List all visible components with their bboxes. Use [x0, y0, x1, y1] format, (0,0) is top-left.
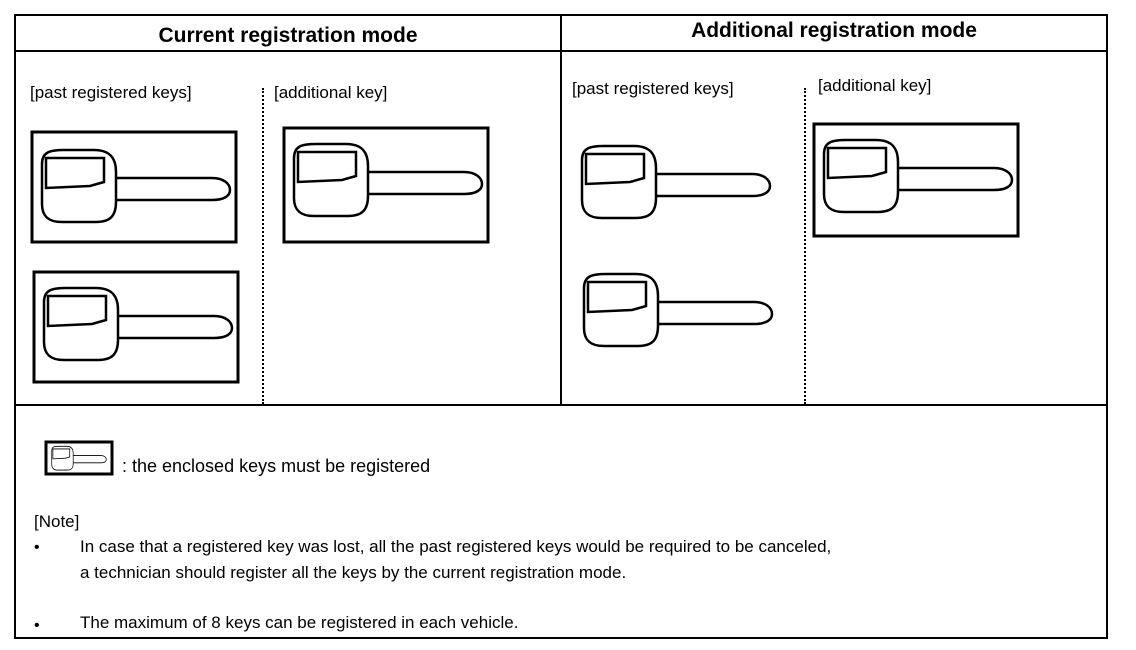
enclosed-key-icon [282, 126, 490, 244]
enclosed-key-icon [32, 270, 240, 384]
key-icon [580, 144, 772, 220]
legend-text: : the enclosed keys must be registered [122, 456, 431, 476]
key-icon [582, 272, 774, 348]
current-column-separator [262, 88, 264, 404]
enclosed-key-icon [30, 130, 238, 244]
note-bullet: • [34, 617, 40, 634]
note-1-line-2: a technician should register all the key… [80, 563, 627, 582]
current-past-keys-label: [past registered keys] [30, 83, 192, 102]
note-title: [Note] [34, 512, 80, 531]
current-mode-header: Current registration mode [158, 24, 418, 47]
additional-column-separator [804, 88, 806, 404]
enclosed-key-icon [812, 122, 1020, 238]
enclosed-key-icon [44, 440, 114, 476]
section-bottom-divider [14, 404, 1108, 406]
mode-divider [560, 14, 562, 406]
additional-mode-header: Additional registration mode [691, 19, 977, 42]
note-bullet: • [34, 539, 40, 556]
additional-past-keys-label: [past registered keys] [572, 79, 734, 98]
current-additional-key-label: [additional key] [274, 83, 388, 102]
additional-additional-key-label: [additional key] [818, 76, 932, 95]
note-1-line-1: In case that a registered key was lost, … [80, 537, 832, 556]
note-2-line-1: The maximum of 8 keys can be registered … [80, 613, 519, 632]
